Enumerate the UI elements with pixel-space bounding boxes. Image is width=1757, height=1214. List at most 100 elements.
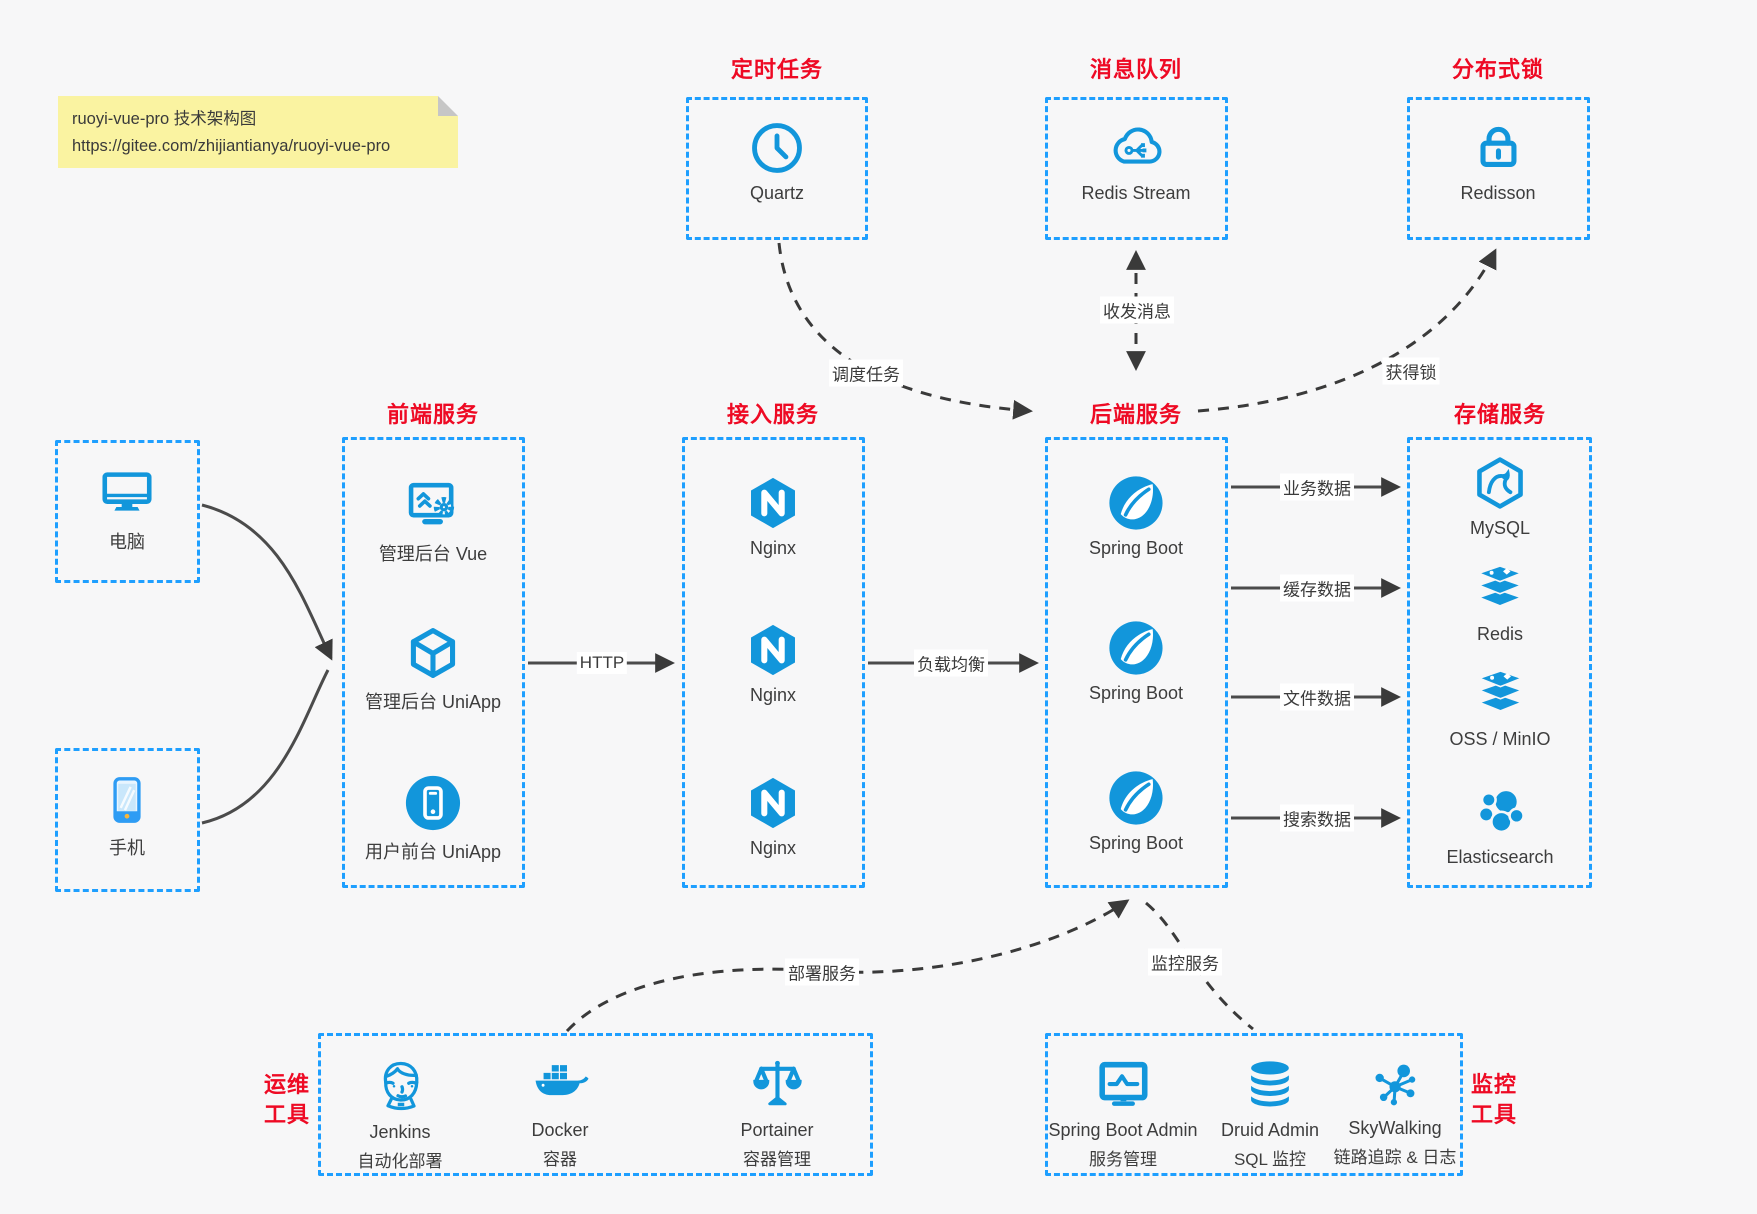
oss-icon: [1471, 667, 1529, 723]
spring-icon: [1107, 619, 1165, 677]
frontend-box: [342, 437, 525, 888]
phone-box: [55, 748, 200, 892]
node-elasticsearch: Elasticsearch: [1446, 785, 1554, 868]
node-label: Spring Boot: [1088, 833, 1184, 853]
clock-icon: [748, 119, 806, 177]
node-label: 手机: [109, 838, 145, 858]
edge-pc-to-frontend: [201, 503, 333, 661]
edge-label-acquire-lock: 获得锁: [1382, 357, 1440, 385]
nginx-icon: [744, 474, 802, 532]
edge-acquire-lock: [1197, 248, 1497, 413]
node-portainer: Portainer 容器管理: [740, 1056, 814, 1170]
node-label: Nginx: [749, 538, 797, 558]
node-druid-admin: Druid Admin SQL 监控: [1221, 1056, 1319, 1170]
pc-box: [55, 440, 200, 583]
node-springboot-3: Spring Boot: [1089, 769, 1183, 854]
admin-screen-icon: [403, 476, 463, 534]
gateway-title: 接入服务: [726, 402, 820, 427]
lock-box: [1407, 97, 1590, 240]
monitoring-title-line1: 监控: [1470, 1072, 1518, 1097]
node-label: Nginx: [749, 838, 797, 858]
cube-icon: [404, 624, 462, 682]
frontend-title: 前端服务: [386, 402, 480, 427]
node-docker: Docker 容器: [529, 1056, 591, 1170]
node-admin-uniapp: 管理后台 UniApp: [365, 624, 501, 714]
node-springboot-2: Spring Boot: [1089, 619, 1183, 704]
node-label: Redis: [1476, 624, 1524, 644]
sticky-note: ruoyi-vue-pro 技术架构图 https://gitee.com/zh…: [58, 96, 458, 168]
monitoring-title-line2: 工具: [1470, 1101, 1518, 1127]
monitor-chart-icon: [1094, 1056, 1152, 1114]
node-pc: 电脑: [97, 464, 157, 554]
monitoring-box: [1045, 1033, 1463, 1176]
node-label: Elasticsearch: [1446, 847, 1554, 867]
mobile-circle-icon: [404, 774, 462, 832]
edge-label-search-data: 搜索数据: [1280, 804, 1354, 832]
node-label: Spring Boot: [1088, 538, 1184, 558]
jenkins-icon: [370, 1056, 430, 1116]
scheduler-title: 定时任务: [730, 57, 824, 82]
desktop-icon: [97, 464, 157, 522]
spring-icon: [1107, 474, 1165, 532]
node-label: Quartz: [749, 183, 805, 203]
scheduler-box: [686, 97, 868, 240]
edge-phone-to-frontend: [201, 669, 330, 825]
node-springboot-admin: Spring Boot Admin 服务管理: [1048, 1056, 1198, 1170]
edge-label-http: HTTP: [576, 652, 628, 674]
node-label: 管理后台 Vue: [378, 544, 488, 564]
edge-label-load-balance: 负载均衡: [914, 649, 988, 677]
note-url: https://gitee.com/zhijiantianya/ruoyi-vu…: [72, 136, 391, 155]
node-mobile: 手机: [100, 772, 154, 860]
lock-icon: [1469, 119, 1527, 177]
ops-box: [318, 1033, 873, 1176]
lock-title: 分布式锁: [1451, 57, 1545, 82]
portainer-icon: [748, 1056, 806, 1114]
spring-icon: [1107, 769, 1165, 827]
backend-box: [1045, 437, 1228, 888]
storage-box: [1407, 437, 1592, 888]
node-label: 用户前台 UniApp: [364, 842, 502, 862]
mq-title: 消息队列: [1089, 57, 1183, 82]
node-label: 电脑: [109, 532, 145, 552]
edge-label-schedule-task: 调度任务: [829, 359, 903, 387]
node-label: Redis Stream: [1081, 183, 1191, 203]
node-label: MySQL: [1469, 518, 1531, 538]
node-sublabel: SQL 监控: [1233, 1150, 1307, 1169]
database-icon: [1242, 1056, 1298, 1114]
node-label: Redisson: [1460, 183, 1536, 203]
node-springboot-1: Spring Boot: [1089, 474, 1183, 559]
mq-box: [1045, 97, 1228, 240]
node-sublabel: 自动化部署: [357, 1152, 443, 1171]
mysql-icon: [1471, 454, 1529, 512]
node-nginx-2: Nginx: [744, 621, 802, 706]
node-admin-vue: 管理后台 Vue: [379, 476, 487, 566]
node-sublabel: 容器管理: [742, 1150, 811, 1169]
edge-label-messages: 收发消息: [1100, 296, 1174, 324]
node-label: Docker: [531, 1120, 589, 1140]
nginx-icon: [744, 774, 802, 832]
topology-icon: [1367, 1056, 1423, 1112]
node-jenkins: Jenkins 自动化部署: [358, 1056, 443, 1172]
edge-schedule-task: [777, 242, 1033, 420]
node-label: Spring Boot Admin: [1048, 1120, 1198, 1140]
node-skywalking: SkyWalking 链路追踪 & 日志: [1333, 1056, 1457, 1168]
node-label: Druid Admin: [1220, 1120, 1320, 1140]
node-mysql: MySQL: [1470, 454, 1530, 539]
node-nginx-1: Nginx: [744, 474, 802, 559]
node-oss-minio: OSS / MinIO: [1449, 667, 1551, 750]
node-label: 管理后台 UniApp: [364, 692, 502, 712]
node-sublabel: 链路追踪 & 日志: [1333, 1148, 1457, 1167]
docker-icon: [529, 1056, 591, 1114]
node-quartz: Quartz: [748, 119, 806, 204]
node-sublabel: 容器: [543, 1150, 577, 1169]
node-label: Nginx: [749, 685, 797, 705]
edge-label-cache-data: 缓存数据: [1280, 574, 1354, 602]
gateway-box: [682, 437, 865, 888]
edge-label-file-data: 文件数据: [1280, 683, 1354, 711]
ops-title-line1: 运维: [263, 1072, 311, 1097]
cloud-share-icon: [1106, 119, 1166, 177]
ops-title-line2: 工具: [263, 1101, 311, 1127]
monitoring-title: 监控 工具: [1471, 1070, 1517, 1129]
node-redisson: Redisson: [1460, 119, 1536, 204]
